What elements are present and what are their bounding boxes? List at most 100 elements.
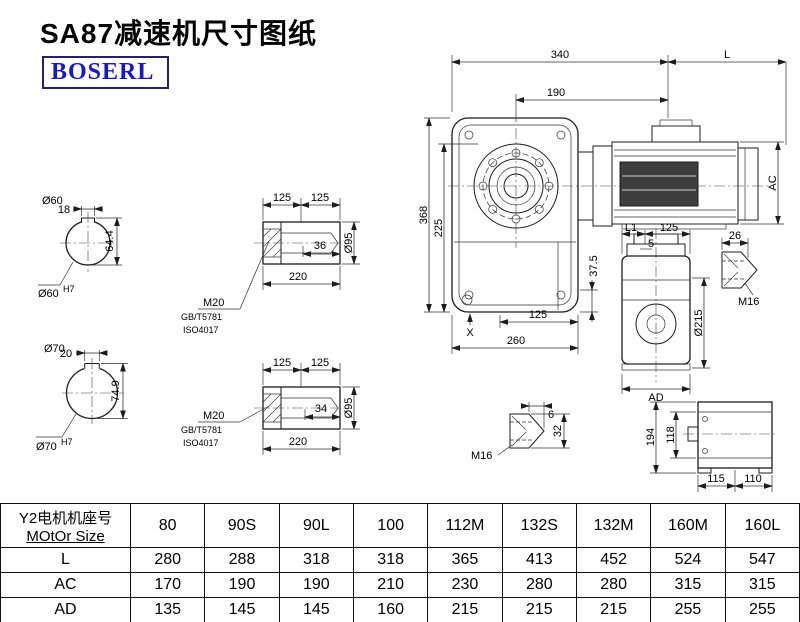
cell-AC-1: 190 <box>204 572 280 598</box>
dim-110-label: 110 <box>744 473 762 485</box>
table-header-row: Y2电机机座号 MOtOr Size 80 90S 90L 100 112M 1… <box>0 503 800 548</box>
cell-AD-8: 255 <box>724 597 800 622</box>
motor-size-90s: 90S <box>204 503 280 548</box>
cell-L-7: 524 <box>650 547 726 573</box>
center-hole-detail-bottom: 6 32 M16 <box>471 402 570 462</box>
dim-36-label: 36 <box>314 240 326 252</box>
dim-34-label: 34 <box>315 403 327 415</box>
dim-190-label: 190 <box>547 87 565 99</box>
table-row-AD: AD 135 145 145 160 215 215 215 255 255 <box>0 597 800 622</box>
cell-AD-6: 215 <box>575 597 652 622</box>
thread-M20-label: M20 <box>203 297 224 309</box>
rear-view: 194 118 115 110 <box>645 401 778 492</box>
dim-125a-label: 125 <box>273 192 291 204</box>
output-flange-circle <box>473 143 559 229</box>
dim-L1-label: L1 <box>625 222 637 234</box>
std-gb-label-2: GB/T5781 <box>181 425 222 435</box>
center-hole-shape-2 <box>509 413 545 449</box>
dim-125b-label-2: 125 <box>311 357 329 369</box>
dim-dia95-label-2: Ø95 <box>343 398 355 419</box>
dim-AD-label: AD <box>648 392 663 404</box>
cell-L-5: 413 <box>501 547 577 573</box>
cell-L-2: 318 <box>278 547 354 573</box>
dim-dia215-label: Ø215 <box>693 310 705 337</box>
fan-cover <box>737 147 759 221</box>
dim-225-label: 225 <box>433 219 445 237</box>
dim-AC-label: AC <box>767 175 779 190</box>
dim-37-5-label: 37.5 <box>588 255 600 276</box>
cell-AC-5: 280 <box>501 572 577 598</box>
motor-size-132m: 132M <box>575 503 652 548</box>
shaft60-end-view: 18 64.4 Ø60 Ø60 H7 <box>38 195 122 300</box>
cell-L-8: 547 <box>724 547 800 573</box>
cell-AD-7: 255 <box>650 597 726 622</box>
cell-AD-2: 145 <box>278 597 354 622</box>
std-gb-label: GB/T5781 <box>181 312 222 322</box>
header-cn: Y2电机机座号 <box>18 509 113 527</box>
dim-125a-label-2: 125 <box>273 357 291 369</box>
cell-AD-4: 215 <box>427 597 503 622</box>
dim-115-label: 115 <box>707 473 725 485</box>
dim-18-label: 18 <box>58 204 70 216</box>
thread-M16-bottom-label: M16 <box>471 450 492 462</box>
motor-size-132s: 132S <box>501 503 577 548</box>
dim-194-label: 194 <box>645 428 657 446</box>
bore70-tolerance: H7 <box>61 437 73 447</box>
dim-220-label: 220 <box>289 271 307 283</box>
dim-125-bottom-label: 125 <box>529 309 547 321</box>
cell-AD-5: 215 <box>501 597 577 622</box>
main-front-view: 340 L 190 368 225 AC 37.5 125 <box>418 49 787 354</box>
dim-220-label-2: 220 <box>289 436 307 448</box>
dim-26-label: 26 <box>729 230 741 242</box>
page-title: SA87减速机尺寸图纸 <box>40 18 318 49</box>
row-label-L: L <box>0 547 131 573</box>
cell-AC-0: 170 <box>129 572 206 598</box>
dim-5-label: 5 <box>648 238 654 250</box>
dim-260-label: 260 <box>507 335 525 347</box>
cell-L-6: 452 <box>575 547 652 573</box>
motor-size-80: 80 <box>129 503 206 548</box>
center-hole-detail-right: 26 M16 <box>721 230 759 308</box>
bore60-label: Ø60 <box>38 288 59 300</box>
cell-L-3: 318 <box>352 547 429 573</box>
motor-size-112m: 112M <box>427 503 503 548</box>
table-header-cell: Y2电机机座号 MOtOr Size <box>0 503 131 548</box>
brand-text: BOSERL <box>51 59 155 85</box>
x-mark-label: X <box>466 327 474 339</box>
dim-6-label: 6 <box>548 409 554 421</box>
cell-AC-6: 280 <box>575 572 652 598</box>
cell-L-1: 288 <box>204 547 280 573</box>
dim-dia95-label: Ø95 <box>343 233 355 254</box>
cell-AC-4: 230 <box>427 572 503 598</box>
table-row-L: L 280 288 318 318 365 413 452 524 547 <box>0 547 800 573</box>
dim-125b-label: 125 <box>311 192 329 204</box>
motor-size-100: 100 <box>352 503 429 548</box>
dim-20-label: 20 <box>60 348 72 360</box>
cell-L-4: 365 <box>427 547 503 573</box>
dim-118-label: 118 <box>665 426 677 444</box>
bore60-tolerance: H7 <box>63 284 75 294</box>
technical-drawing: 340 L 190 368 225 AC 37.5 125 <box>36 49 787 492</box>
brand-logo: BOSERL <box>42 56 169 89</box>
cell-AC-7: 315 <box>650 572 726 598</box>
dim-64-4-label: 64.4 <box>104 230 116 251</box>
dia70-label: Ø70 <box>44 343 65 355</box>
motor <box>577 119 759 230</box>
std-iso-label-2: ISO4017 <box>183 438 219 448</box>
cell-AC-3: 210 <box>352 572 429 598</box>
row-label-AD: AD <box>0 597 131 622</box>
center-hole-shape <box>721 251 758 289</box>
shaft60-side-view: 125 125 36 220 Ø95 M20 GB/T5781 ISO4017 <box>181 192 360 335</box>
cell-L-0: 280 <box>129 547 206 573</box>
thread-M20-label-2: M20 <box>203 410 224 422</box>
dim-368-label: 368 <box>418 206 430 224</box>
dim-L-label: L <box>724 49 730 61</box>
output-bore-circle <box>503 173 529 199</box>
cell-AC-2: 190 <box>278 572 354 598</box>
shaft70-side-view: 125 125 34 220 Ø95 M20 GB/T5781 ISO4017 <box>181 357 360 455</box>
row-label-AC: AC <box>0 572 131 598</box>
shaft70-end-view: 20 74.9 Ø70 Ø70 H7 <box>36 343 128 453</box>
motor-size-160l: 160L <box>724 503 800 548</box>
cell-AD-3: 160 <box>352 597 429 622</box>
